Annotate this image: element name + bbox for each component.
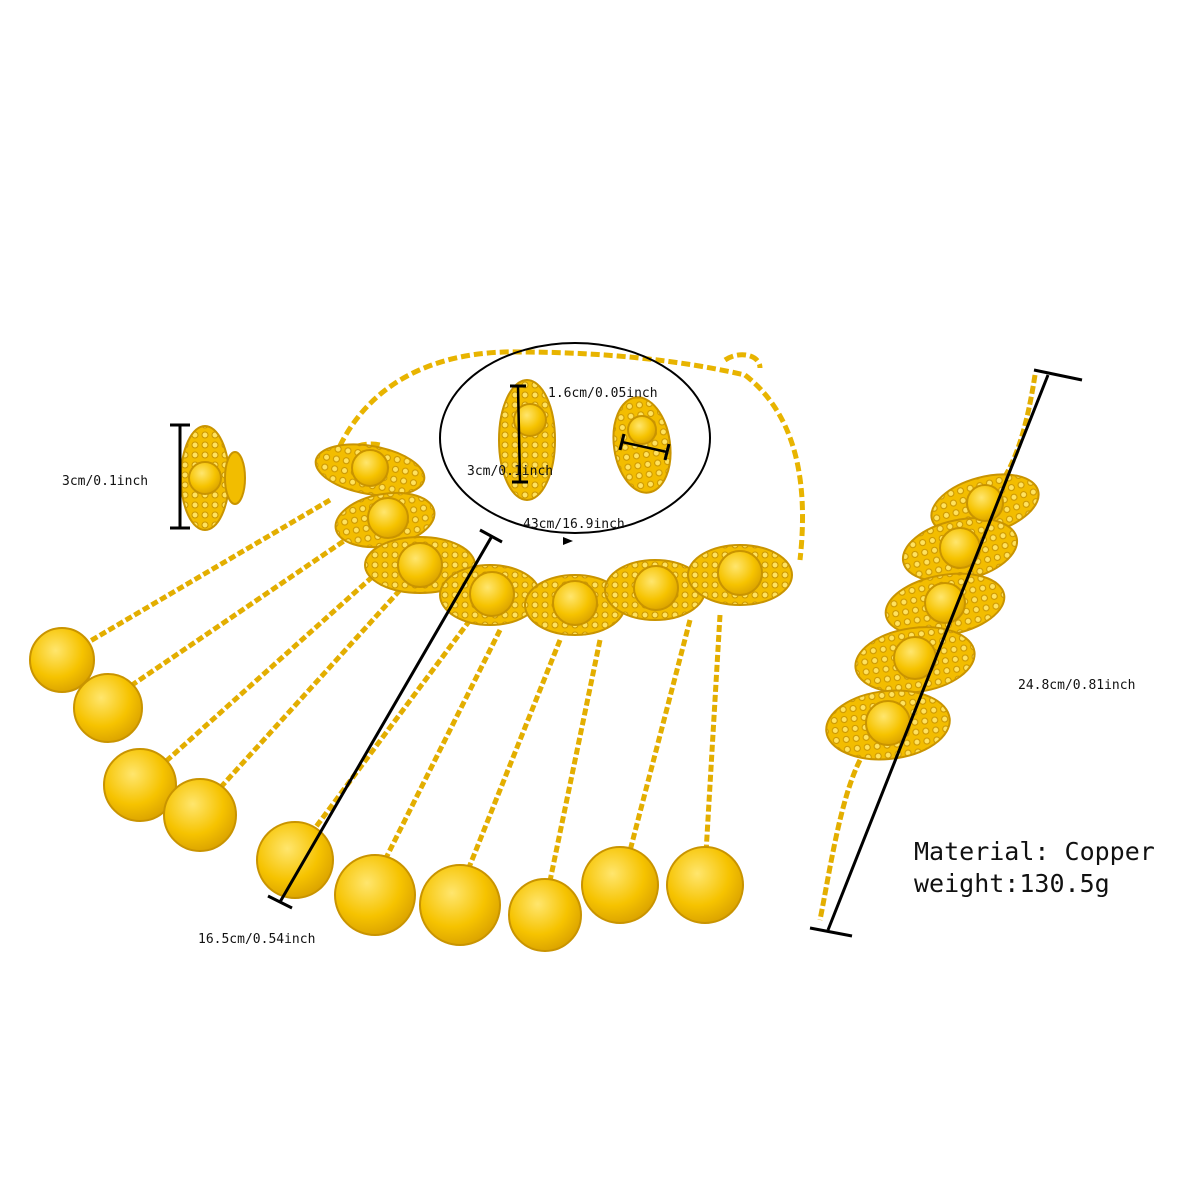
- earring-width-line: [621, 440, 668, 454]
- earring-height-line: [516, 385, 522, 483]
- measurement-lines: [170, 342, 1083, 938]
- drop-measure-line: [278, 535, 494, 903]
- ring-size-label: 3cm/0.1inch: [62, 474, 149, 489]
- ring: [180, 425, 246, 531]
- earrings: [498, 379, 672, 501]
- necklace-links: [314, 443, 793, 636]
- earring-height-label: 3cm/0.1inch: [467, 464, 554, 479]
- bracelet-length-label: 24.8cm/0.81inch: [1018, 678, 1136, 693]
- necklace-length-label: 43cm/16.9inch: [523, 517, 625, 532]
- material-text: Material: Copper: [914, 837, 1155, 866]
- drop-length-label: 16.5cm/0.54inch: [198, 932, 316, 947]
- weight-text: weight:130.5g: [914, 869, 1110, 898]
- bracelet-measure-line: [826, 374, 1050, 931]
- necklace-drop-chains: [73, 497, 723, 906]
- necklace-coins: [29, 627, 744, 952]
- earring-width-label: 1.6cm/0.05inch: [548, 386, 658, 401]
- bracelet: [817, 374, 1040, 921]
- necklace-arrow-icon: [563, 537, 573, 545]
- earrings-circle: [439, 342, 711, 534]
- product-info: Material: Copper weight:130.5g: [914, 836, 1155, 900]
